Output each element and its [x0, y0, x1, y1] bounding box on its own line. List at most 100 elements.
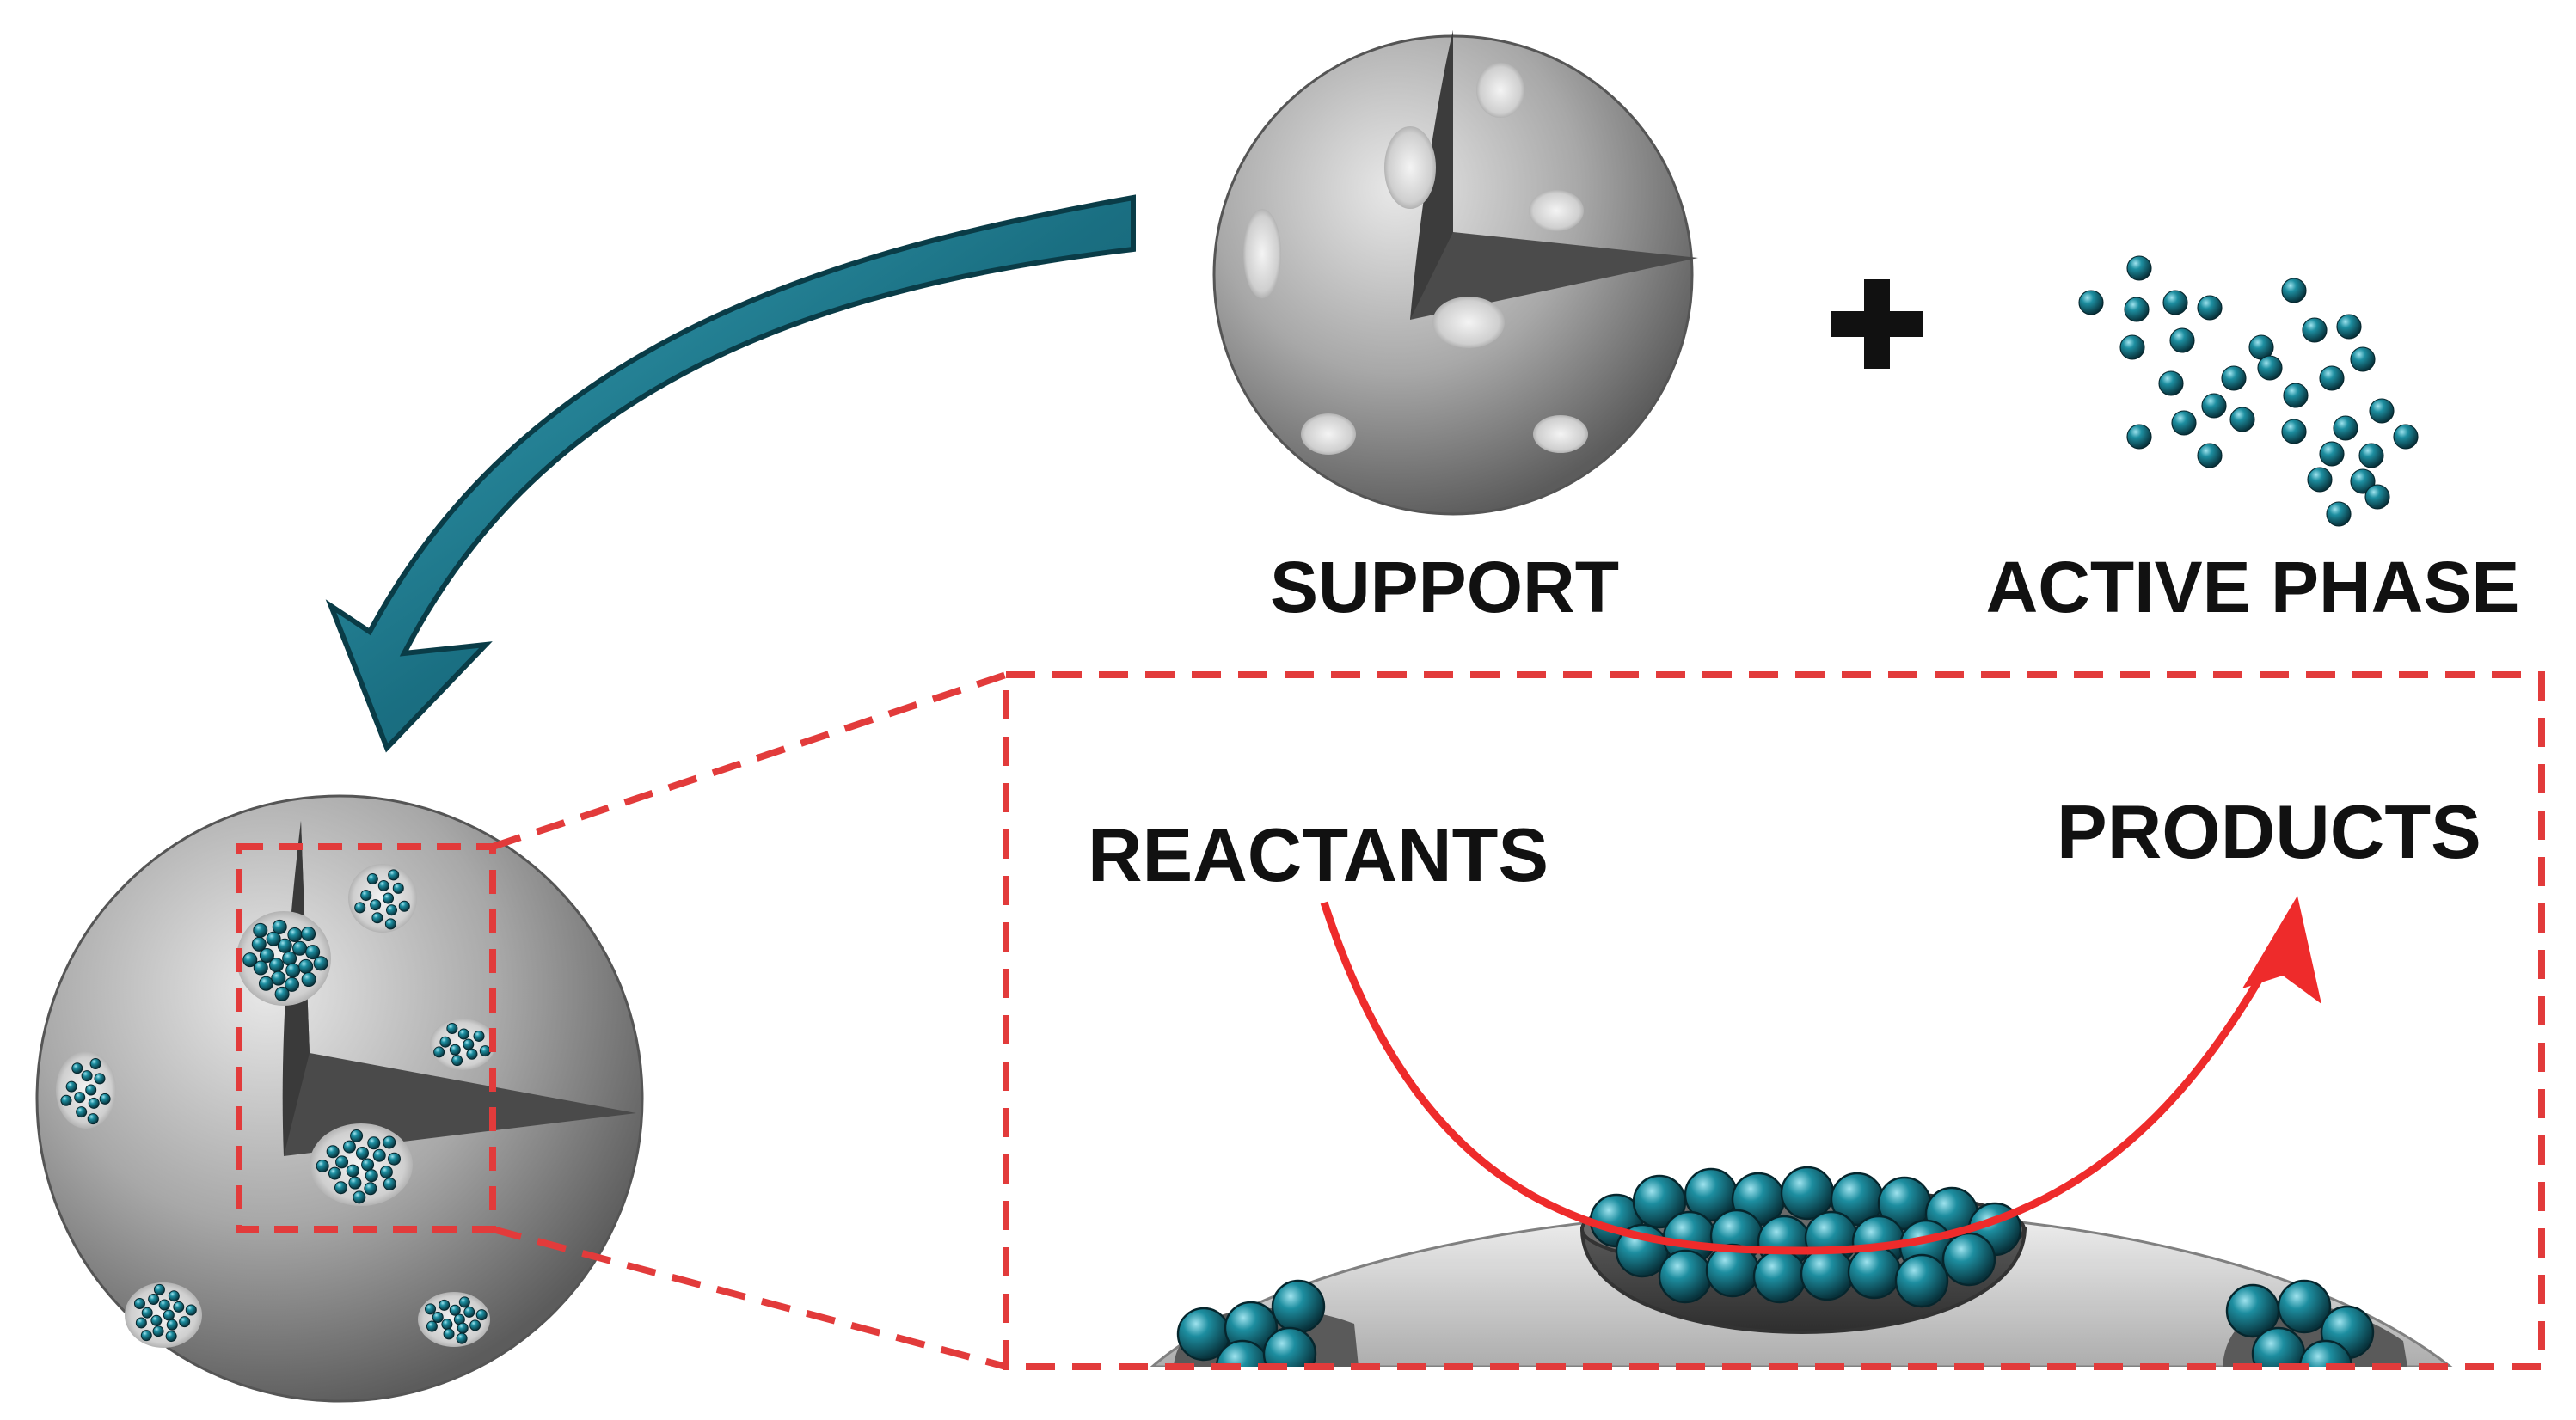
catalyst-particle [469, 1319, 481, 1331]
catalyst-particle [148, 1294, 160, 1306]
catalyst-particle [372, 1148, 386, 1162]
active-phase-particle [2126, 255, 2152, 281]
catalyst-particle [140, 1330, 152, 1342]
active-phase-particle [2126, 424, 2152, 450]
catalyst-particle [449, 1044, 461, 1056]
plus-icon [1831, 279, 1923, 369]
catalyst-particle [386, 904, 398, 916]
catalyst-particle [433, 1046, 445, 1058]
active-phase-particle [2281, 278, 2307, 303]
active-phase-particle [2162, 290, 2188, 315]
catalyst-particle [292, 940, 308, 956]
catalyst-particle [360, 890, 372, 902]
zoom-connector-top [491, 671, 1008, 850]
catalyst-particle [335, 1155, 349, 1169]
catalyst-particle [458, 1296, 470, 1308]
active-phase-particle [2358, 443, 2384, 468]
active-phase-particle [2326, 501, 2352, 527]
catalyst-particle [365, 1169, 378, 1183]
active-phase-particle [2197, 443, 2223, 468]
zoom-selection-box [236, 843, 496, 1233]
catalyst-particle [85, 1084, 97, 1096]
catalyst-particle [253, 922, 268, 938]
catalyst-particle [475, 1309, 488, 1321]
active-phase-particle [2257, 355, 2283, 381]
active-phase-particle [2319, 365, 2345, 391]
catalyst-particle [449, 1304, 461, 1316]
catalyst-particle [456, 1332, 468, 1344]
catalyst-particle [334, 1181, 347, 1195]
products-label: PRODUCTS [2057, 789, 2481, 874]
active-phase-particle [2336, 314, 2362, 340]
catalyst-particle [457, 1028, 469, 1040]
catalyst-particle [348, 1176, 362, 1190]
pore-particle [1215, 1339, 1270, 1367]
catalyst-particle [135, 1317, 147, 1329]
catalyst-particle [457, 1322, 469, 1334]
catalyst-particle [367, 1136, 381, 1150]
catalyst-particle [377, 879, 389, 891]
catalyst-particle [305, 945, 321, 960]
active-phase-particle [2119, 334, 2145, 360]
active-phase-particle [2229, 407, 2255, 432]
pore-particle [1262, 1326, 1317, 1367]
pore-particle [1780, 1166, 1835, 1221]
catalyst-particle [446, 1023, 458, 1035]
catalyst-particle [398, 900, 410, 912]
catalyst-particle [251, 936, 267, 952]
reaction-arrow-head-icon [2242, 896, 2321, 1004]
pore-particle [1941, 1232, 1996, 1287]
catalyst-particle [313, 956, 328, 971]
pore-particle [1847, 1245, 1902, 1300]
catalyst-particle [439, 1299, 451, 1311]
catalyst-particle [87, 1113, 99, 1125]
catalyst-particle [353, 1190, 366, 1204]
zoomed-pore-view [1150, 1166, 2453, 1367]
catalyst-particle [473, 1030, 485, 1042]
catalyst-particle [463, 1038, 475, 1050]
catalyst-particle [168, 1290, 180, 1302]
catalyst-particle [316, 1159, 329, 1172]
catalyst-particle [443, 1328, 455, 1340]
catalyst-particle [379, 1166, 393, 1179]
pore-particle [1752, 1249, 1807, 1304]
active-phase-particle [2393, 424, 2419, 450]
active-phase-particle [2333, 415, 2358, 441]
active-phase-particles [2078, 255, 2419, 527]
active-phase-particle [2171, 410, 2197, 436]
catalyst-particle [350, 1129, 364, 1142]
catalyst-particle [364, 1182, 377, 1196]
reaction-arrow [1320, 901, 2282, 1255]
catalyst-particle [392, 882, 404, 894]
catalyst-particle [388, 1152, 402, 1166]
catalyst-particle [133, 1298, 145, 1310]
catalyst-particle [141, 1307, 153, 1319]
catalyst-particle [479, 1045, 491, 1057]
catalyst-particle [388, 869, 400, 881]
catalyst-particle [185, 1304, 197, 1316]
active-phase-particle [2319, 441, 2345, 467]
pore-particle [1271, 1279, 1326, 1334]
catalyst-particle [463, 1306, 475, 1318]
catalyst-particle [173, 1301, 185, 1313]
catalyst-particle [81, 1070, 93, 1082]
catalyst-particle [88, 1097, 100, 1109]
catalyst-particle [298, 958, 314, 974]
catalyst-particle [366, 873, 378, 885]
catalyst-particle [259, 948, 274, 964]
curved-arrow-icon [325, 194, 1136, 753]
catalyst-particle [287, 927, 303, 942]
zoom-connector-bottom [491, 1226, 1008, 1370]
pore-particle [2277, 1279, 2332, 1334]
catalyst-particle [158, 1299, 170, 1311]
catalyst-particle [371, 912, 383, 924]
catalyst-particle [74, 1092, 86, 1104]
active-phase-particle [2364, 484, 2390, 510]
catalyst-particle [163, 1309, 175, 1321]
catalyst-particle [242, 952, 258, 968]
active-phase-particle [2169, 327, 2195, 353]
active-phase-particle [2350, 346, 2376, 372]
catalyst-particle [370, 899, 382, 911]
zoom-frame [1003, 671, 2545, 1370]
support-sphere [1212, 30, 1698, 516]
